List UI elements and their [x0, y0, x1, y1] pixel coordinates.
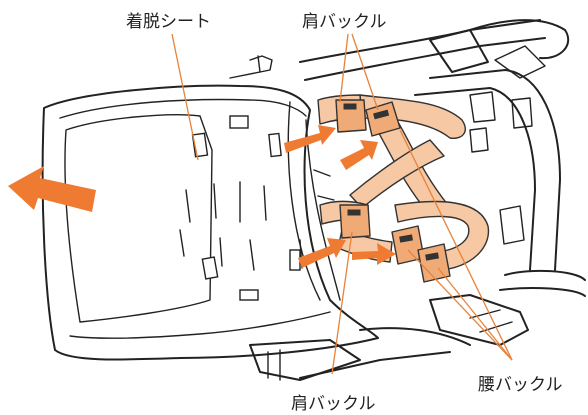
- shoulder-buckle-top-right: [365, 101, 401, 137]
- leader-lines: [171, 33, 513, 375]
- direction-arrows: [8, 125, 396, 268]
- seat-cover: [41, 84, 379, 361]
- label-seat-cover: 着脱シート: [126, 12, 211, 32]
- stroller-frame: [229, 19, 586, 381]
- buckle-arrow-icon-2: [340, 140, 378, 170]
- buckle-arrow-icon-4: [352, 243, 396, 265]
- shoulder-buckle-top: [335, 99, 367, 133]
- label-waist-buckle: 腰バックル: [478, 375, 563, 395]
- shoulder-buckle-bottom: [339, 204, 371, 239]
- buckle-arrow-icon-3: [298, 238, 346, 268]
- label-shoulder-buckle-top: 肩バックル: [302, 12, 387, 32]
- label-shoulder-buckle-bottom: 肩バックル: [291, 394, 376, 414]
- remove-seat-arrow-icon: [8, 166, 96, 212]
- buckle-arrow-icon-1: [284, 125, 336, 153]
